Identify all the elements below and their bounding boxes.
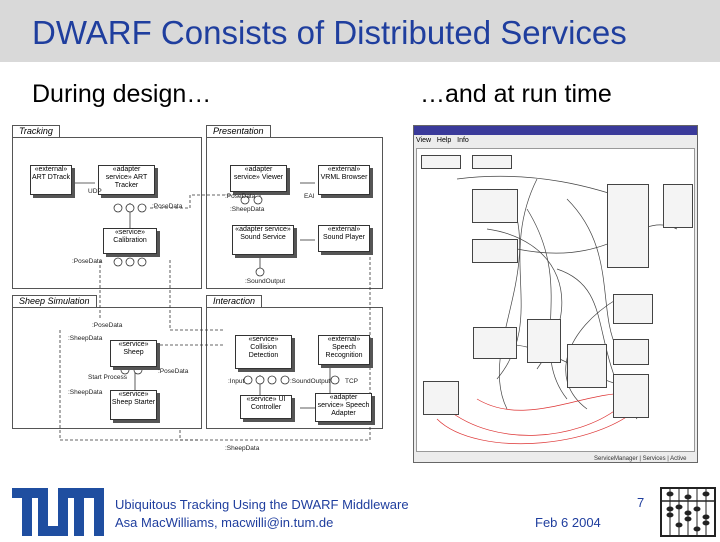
label-eai: EAI — [304, 193, 315, 200]
component-speech-adapter: «adapter service» Speech Adapter — [315, 393, 372, 422]
service-node[interactable] — [613, 374, 649, 418]
label-sheep-data-bottom: :SheepData — [225, 445, 260, 452]
component-speech-recognition: «external» Speech Recognition — [318, 335, 370, 365]
service-node[interactable] — [423, 381, 459, 415]
component-sheep-starter: «service» Sheep Starter — [110, 390, 157, 420]
service-node[interactable] — [472, 189, 518, 223]
label-sheep-data-sheep: :SheepData — [68, 335, 103, 342]
package-presentation — [206, 137, 383, 289]
component-calibration: «service» Calibration — [103, 228, 157, 254]
label-sound-output: :SoundOutput — [245, 278, 286, 285]
service-node[interactable] — [613, 339, 649, 365]
service-node[interactable] — [527, 319, 561, 363]
abacus-icon — [660, 487, 716, 537]
service-node[interactable] — [663, 184, 693, 228]
label-pose-data-viewer: :PoseData — [225, 193, 256, 200]
label-udp: UDP — [88, 188, 102, 195]
menu-help[interactable]: Help — [436, 137, 452, 144]
label-pose-data-calibration: :PoseData — [72, 258, 103, 265]
package-tab-tracking: Tracking — [12, 125, 60, 137]
component-sound-service: «adapter service» Sound Service — [232, 225, 294, 255]
title-bar — [0, 0, 720, 62]
label-pose-data-sheep: :PoseData — [92, 322, 123, 329]
service-graph-canvas[interactable] — [416, 148, 695, 452]
runtime-window-titlebar — [414, 126, 697, 135]
label-tcp: TCP — [345, 378, 358, 385]
menu-view[interactable]: View — [416, 137, 432, 144]
label-input: :Input — [228, 378, 245, 385]
component-collision-detection: «service» Collision Detection — [235, 335, 292, 369]
footer-line2: Asa MacWilliams, macwilli@in.tum.de — [115, 515, 334, 530]
tum-logo-graphic — [12, 488, 104, 536]
package-tab-sheep-simulation: Sheep Simulation — [12, 295, 97, 307]
footer-date: Feb 6 2004 — [535, 515, 601, 530]
service-node[interactable] — [613, 294, 653, 324]
runtime-window-menu: View Help Info — [416, 137, 469, 144]
component-sheep: «service» Sheep — [110, 340, 157, 367]
service-node[interactable] — [607, 184, 649, 268]
left-heading: During design… — [32, 80, 212, 108]
footer-line1: Ubiquitous Tracking Using the DWARF Midd… — [115, 497, 409, 512]
runtime-window-status: ServiceManager | Services | Active — [594, 456, 687, 462]
package-tracking — [12, 137, 202, 289]
tum-logo — [12, 488, 104, 536]
component-ui-controller: «service» UI Controller — [240, 395, 292, 419]
abacus-graphic — [660, 487, 716, 537]
service-node[interactable] — [472, 239, 518, 263]
component-sound-player: «external» Sound Player — [318, 225, 370, 252]
runtime-window: View Help Info — [413, 125, 698, 463]
component-art-tracker: «adapter service» ART Tracker — [98, 165, 155, 195]
service-node[interactable] — [421, 155, 461, 169]
label-start-process: Start Process — [88, 374, 128, 381]
package-tab-presentation: Presentation — [206, 125, 271, 137]
component-art-stereo: «external» ART DTrack — [30, 165, 72, 195]
diagram-connectors — [59, 182, 371, 441]
label-sheep-data-starter: :SheepData — [68, 389, 103, 396]
service-node[interactable] — [567, 344, 607, 388]
menu-info[interactable]: Info — [457, 137, 469, 144]
component-viewer: «adapter service» Viewer — [230, 165, 287, 192]
package-tab-interaction: Interaction — [206, 295, 263, 307]
right-heading: …and at run time — [420, 80, 612, 108]
page-number: 7 — [637, 495, 645, 510]
label-sheep-data-viewer: :SheepData — [230, 206, 265, 213]
label-sound-output-ui: :SoundOutput — [290, 378, 331, 385]
label-pose-data: :PoseData — [152, 203, 183, 210]
label-pose-data-collision: :PoseData — [158, 368, 189, 375]
service-node[interactable] — [473, 327, 517, 359]
component-vrml-browser: «external» VRML Browser — [318, 165, 370, 195]
service-node[interactable] — [472, 155, 512, 169]
slide-title: DWARF Consists of Distributed Services — [32, 14, 627, 51]
